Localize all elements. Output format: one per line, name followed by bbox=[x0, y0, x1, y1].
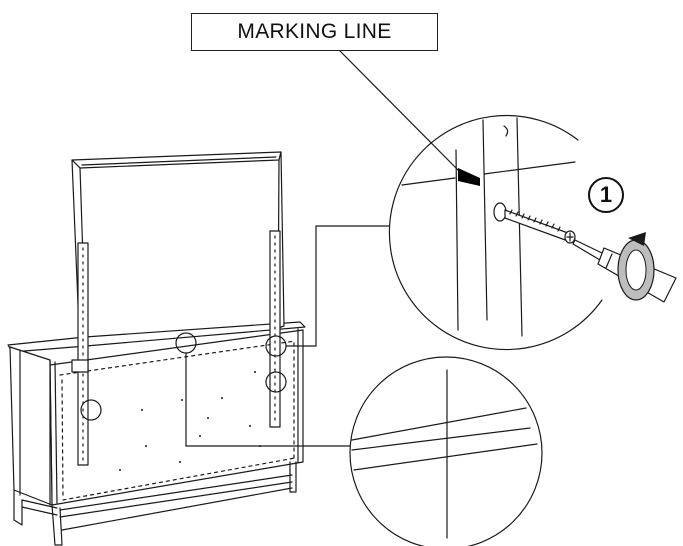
marking-line-marker bbox=[458, 168, 480, 186]
mirror-frame bbox=[71, 151, 285, 466]
screw-icon bbox=[493, 202, 576, 244]
marking-line-label: MARKING LINE bbox=[191, 13, 438, 51]
upper-detail-view bbox=[388, 114, 603, 351]
step-number-badge: 1 bbox=[588, 177, 624, 213]
callout-leader-line bbox=[339, 50, 461, 173]
leader-lines bbox=[185, 225, 406, 447]
dresser-body bbox=[7, 321, 306, 546]
lower-detail-view bbox=[349, 356, 543, 546]
rotation-arrow-icon bbox=[617, 232, 655, 301]
panel-hole-dots bbox=[119, 371, 261, 471]
